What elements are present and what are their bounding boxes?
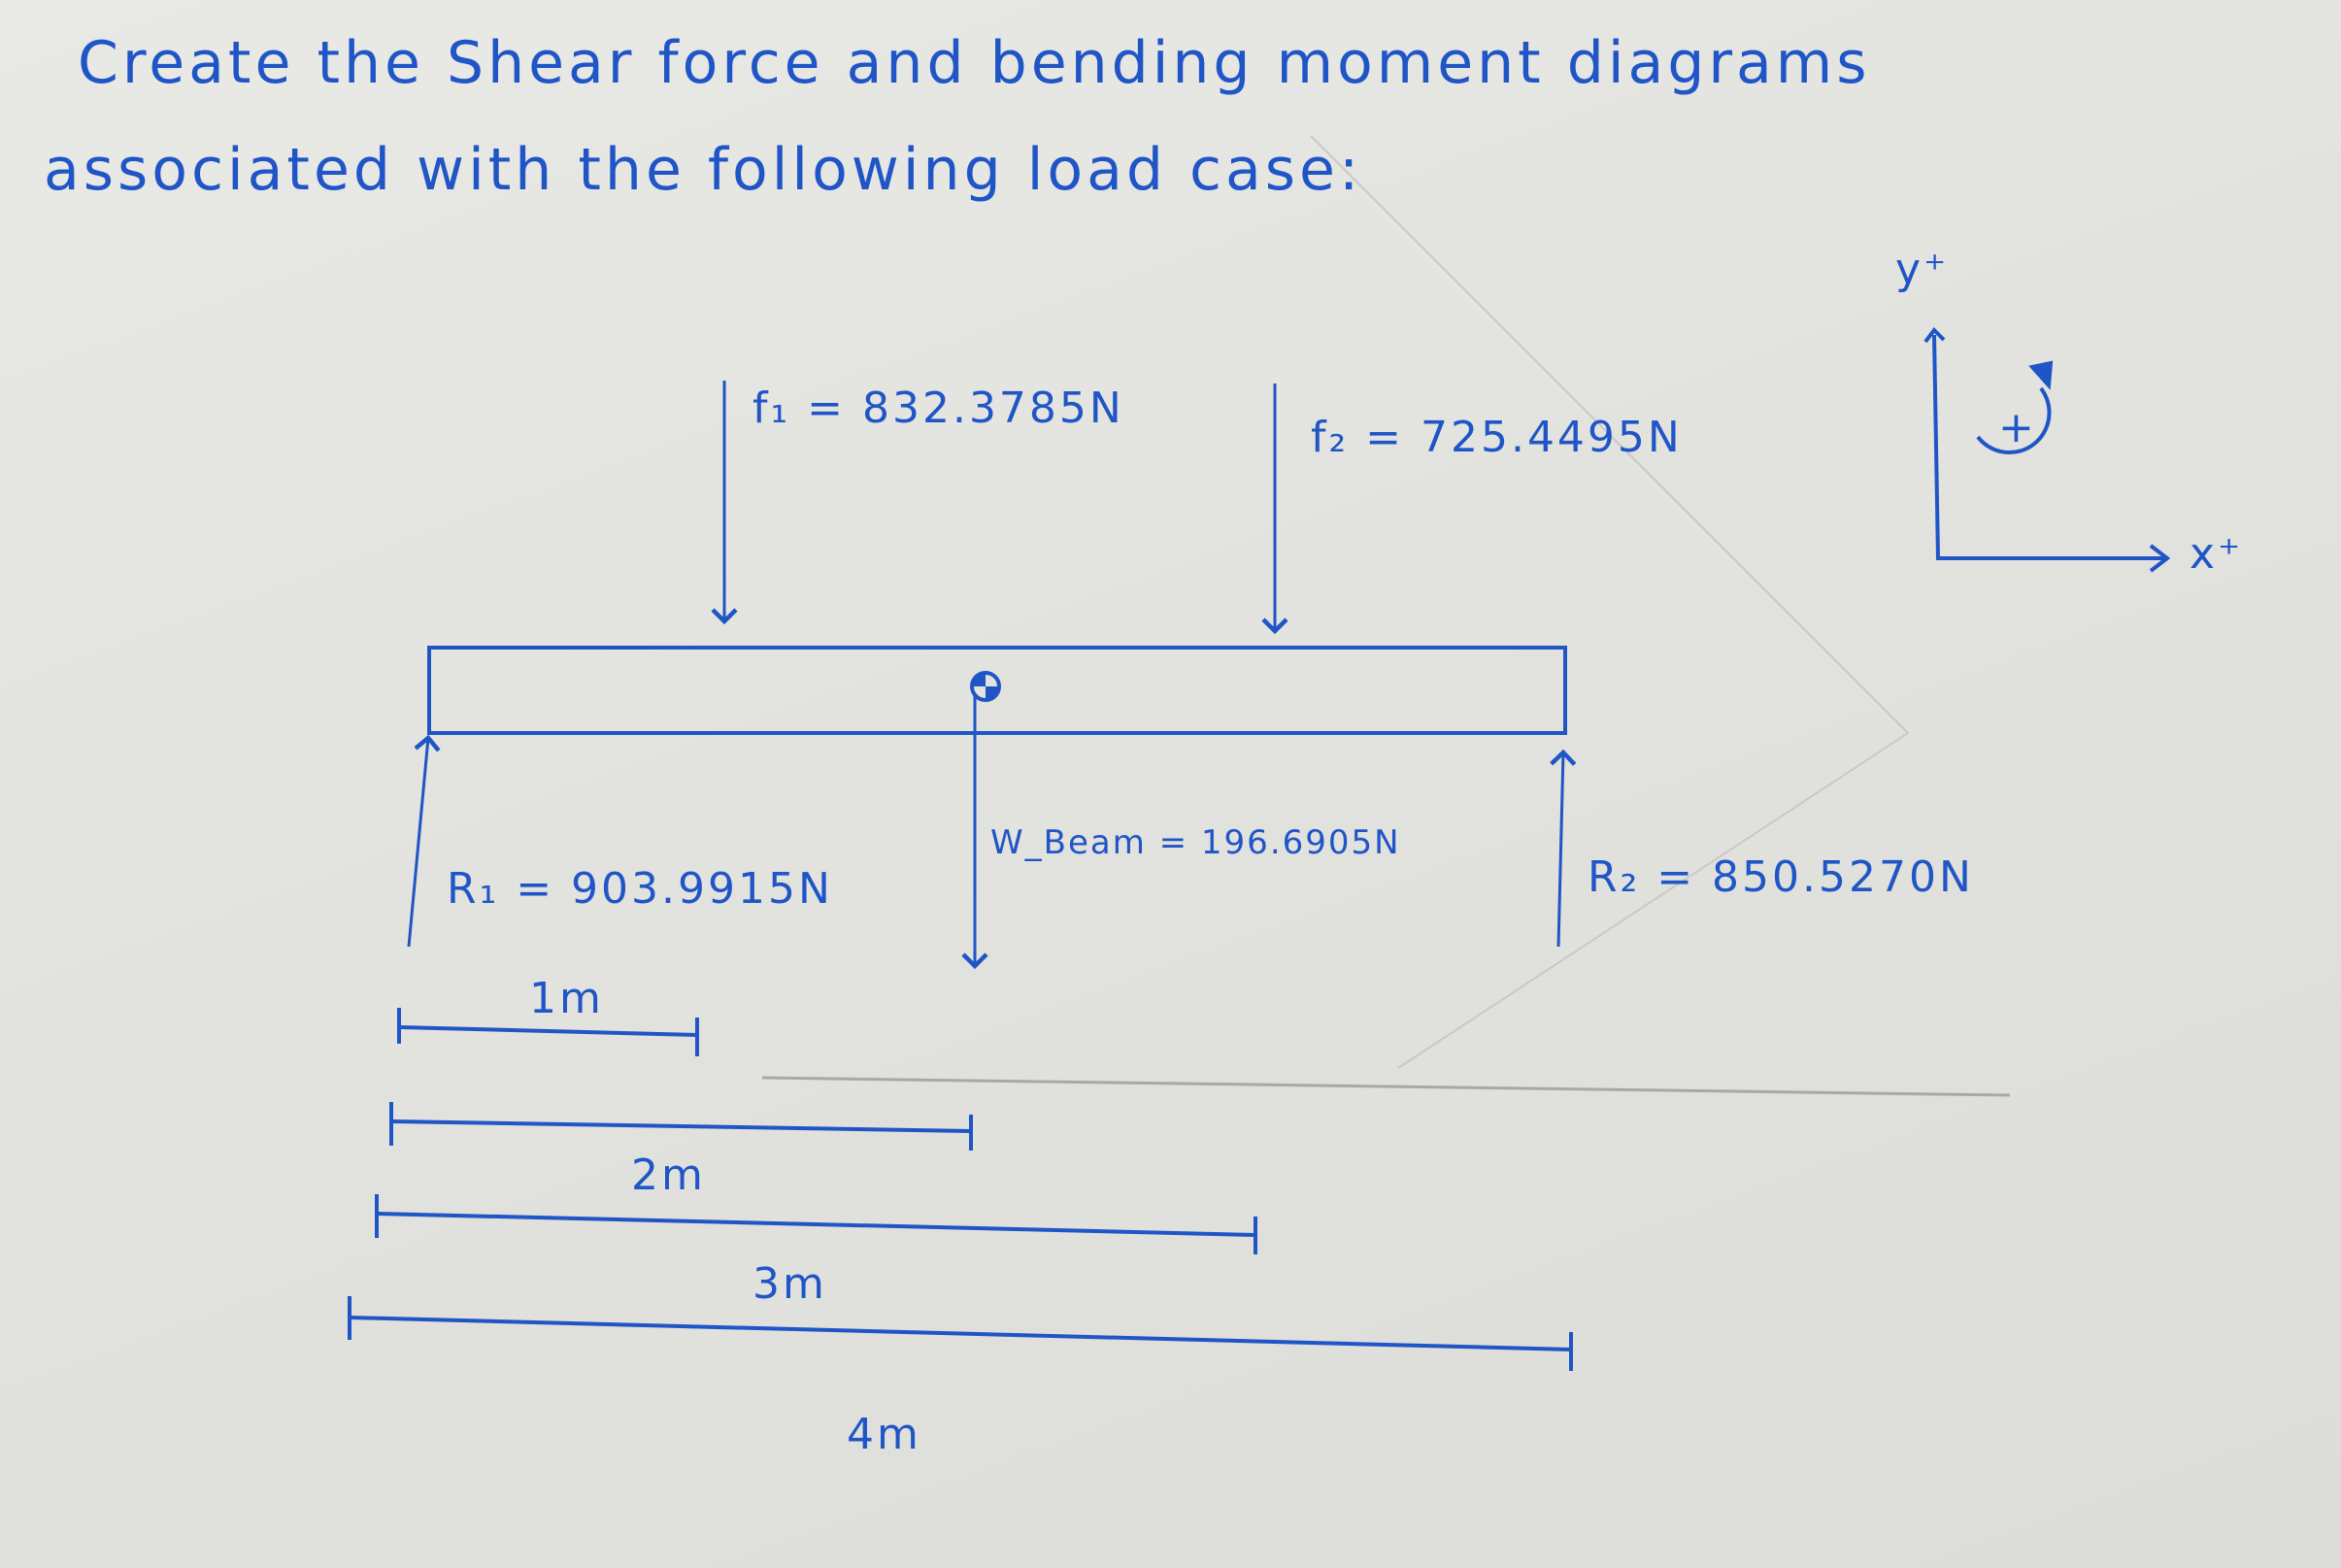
dimension-label-4m: 4m	[847, 1410, 921, 1459]
w-beam-label: W_Beam = 196.6905N	[990, 823, 1401, 862]
prompt-line-1: Create the Shear force and bending momen…	[78, 29, 1871, 97]
r1-label: R₁ = 903.9915N	[447, 864, 833, 914]
x-axis-label: x⁺	[2190, 529, 2244, 579]
centroid-icon	[970, 671, 1001, 702]
dimension-2m	[389, 1102, 973, 1151]
dimension-label-1m: 1m	[529, 974, 604, 1023]
f2-label: f₂ = 725.4495N	[1311, 413, 1683, 462]
y-axis-label: y⁺	[1895, 245, 1950, 294]
dimension-3m	[375, 1194, 1257, 1254]
beam	[427, 646, 1567, 735]
r2-arrow	[1550, 749, 1577, 948]
dimension-label-3m: 3m	[752, 1259, 827, 1309]
f1-label: f₁ = 832.3785N	[752, 384, 1124, 433]
dimension-4m	[348, 1296, 1573, 1371]
dimension-label-2m: 2m	[631, 1151, 706, 1200]
prompt-line-2: associated with the following load case:	[44, 136, 1363, 204]
r2-label: R₂ = 850.5270N	[1588, 852, 1974, 902]
moment-positive-label: +	[1998, 403, 2037, 452]
r1-arrow	[407, 734, 441, 948]
dimension-1m	[397, 1008, 699, 1056]
sign-convention-axes	[1923, 326, 2171, 573]
